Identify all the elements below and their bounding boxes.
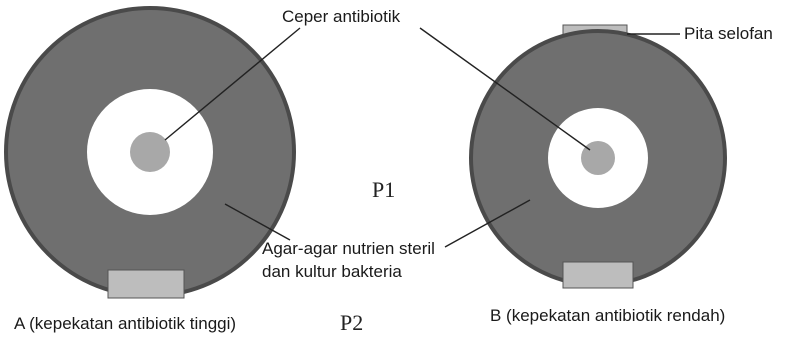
cellophane-tape-b-bottom	[563, 262, 633, 288]
label-agar-line1: Agar-agar nutrien steril	[262, 239, 435, 259]
label-p1: P1	[372, 178, 395, 202]
label-antibiotic-disc: Ceper antibiotik	[282, 7, 400, 27]
antibiotic-disc-a	[130, 132, 170, 172]
label-agar-line2: dan kultur bakteria	[262, 262, 402, 282]
caption-dish-b: B (kepekatan antibiotik rendah)	[490, 306, 725, 326]
label-p2: P2	[340, 311, 363, 335]
caption-dish-a: A (kepekatan antibiotik tinggi)	[14, 314, 236, 334]
label-cellophane-tape: Pita selofan	[684, 24, 773, 44]
cellophane-tape-a-bottom	[108, 270, 184, 298]
antibiotic-disc-b	[581, 141, 615, 175]
dish-a	[6, 8, 294, 298]
dish-b	[471, 25, 725, 288]
